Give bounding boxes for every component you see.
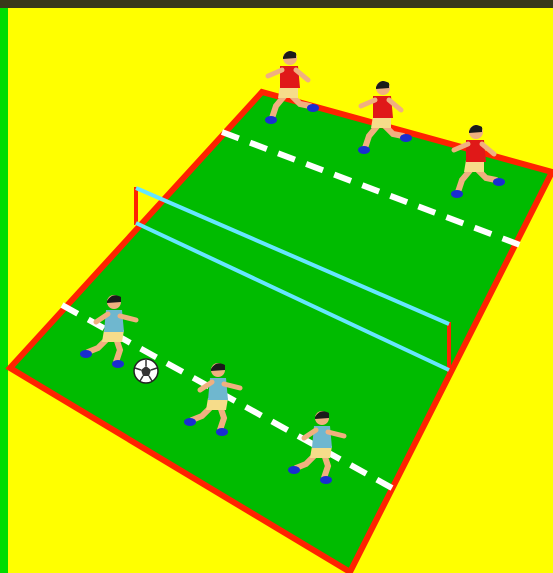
soccer-ball-icon (134, 359, 158, 383)
